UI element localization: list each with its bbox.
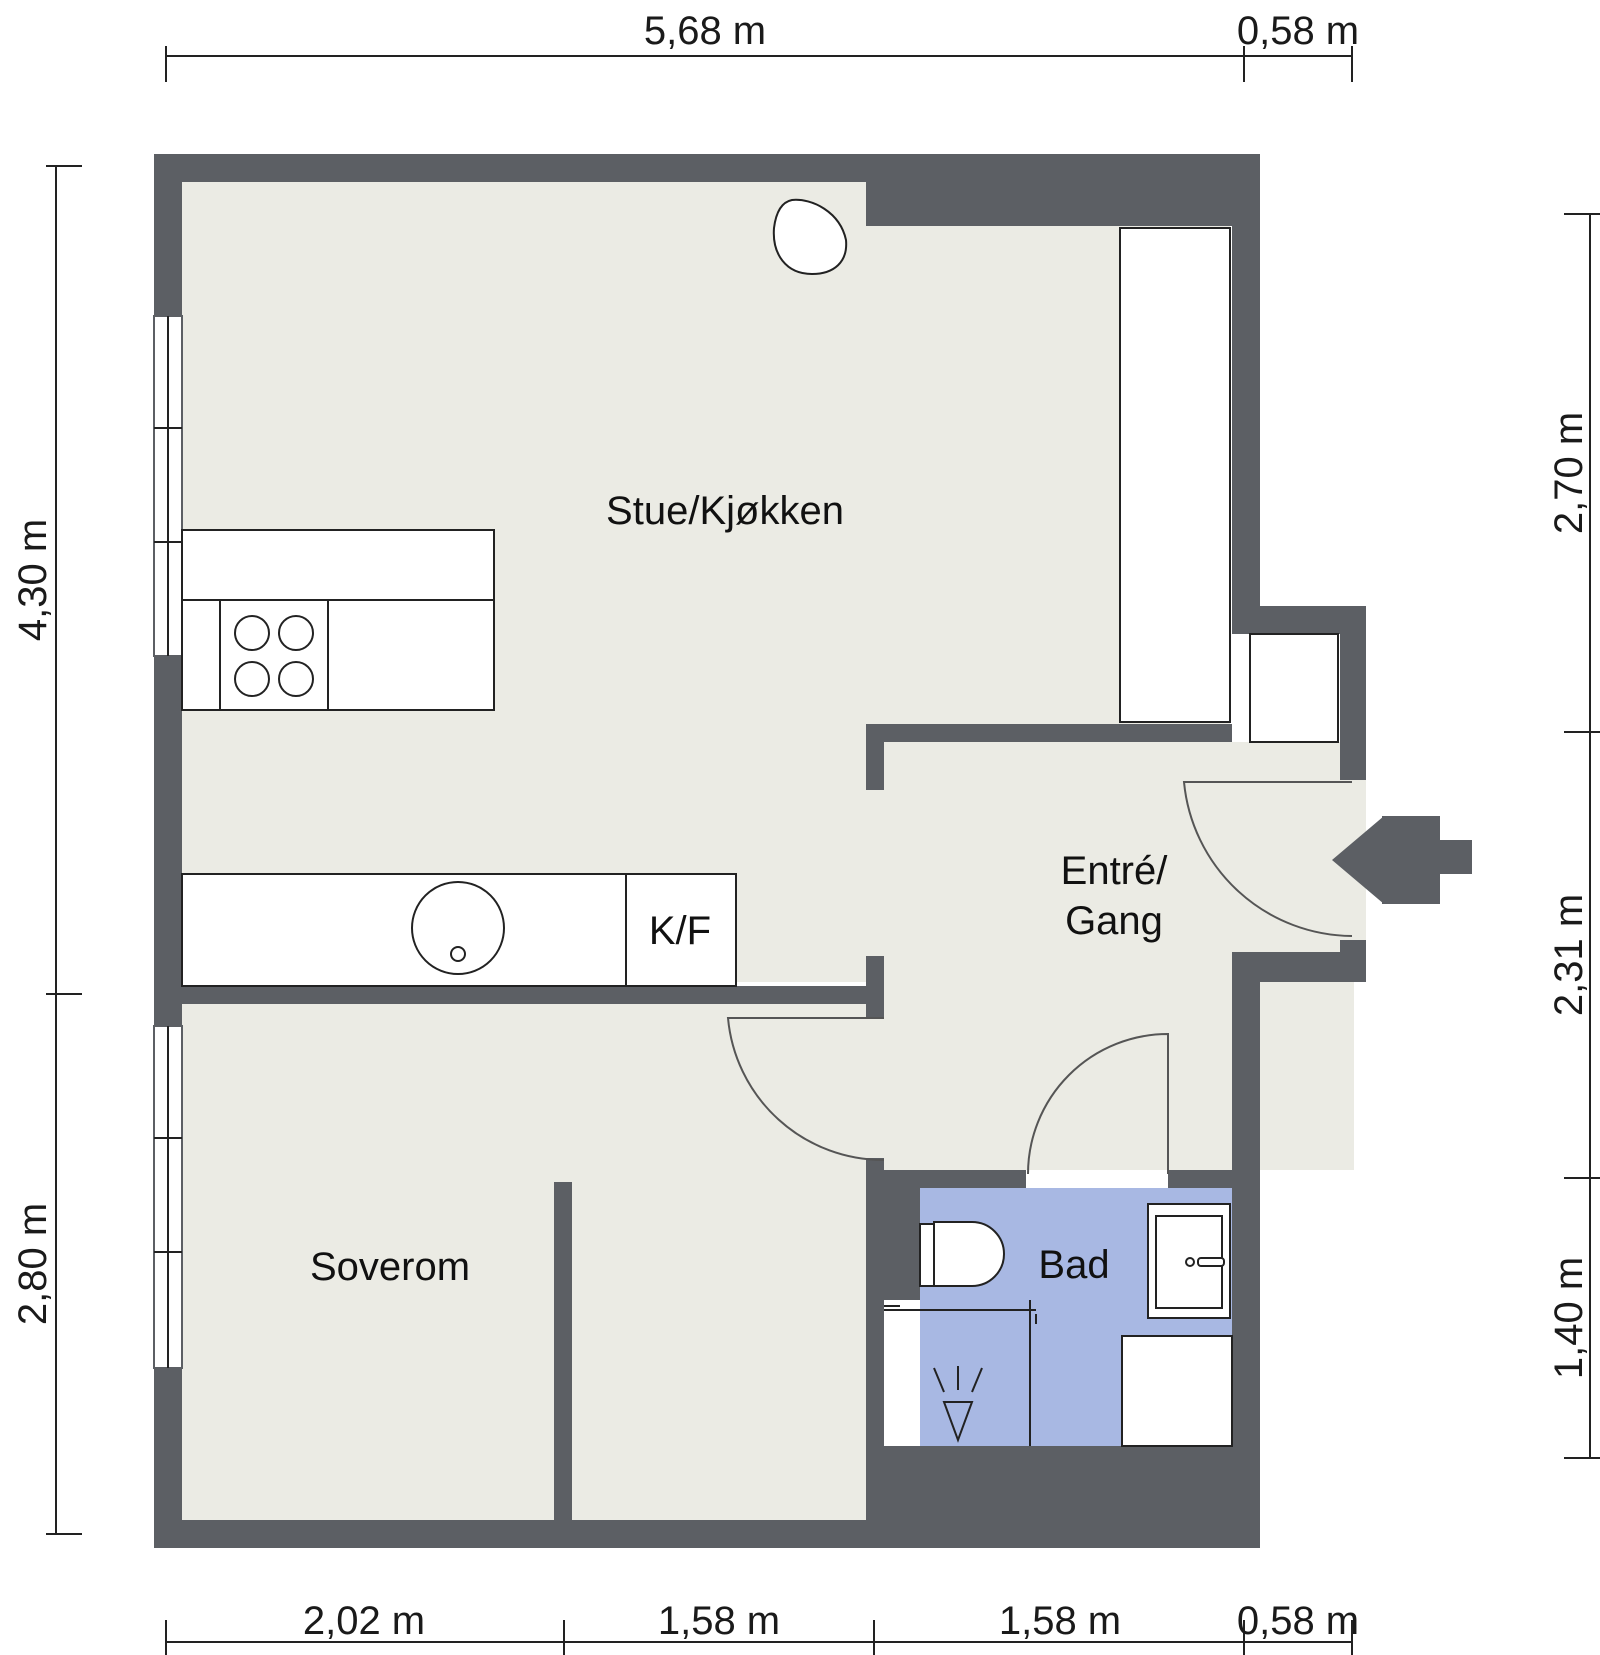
room-label-entre-2: Gang xyxy=(1065,899,1163,943)
room-label-bad: Bad xyxy=(1038,1243,1109,1287)
wardrobe xyxy=(1119,227,1231,723)
dim-right-1: 2,70 m xyxy=(1547,412,1591,534)
wall-bath-top-right xyxy=(1168,1170,1260,1188)
room-labels: Stue/Kjøkken K/F Entré/ Gang Soverom Bad xyxy=(310,489,1168,1289)
dim-right-3: 1,40 m xyxy=(1547,1257,1591,1379)
kitchen-counter-sink xyxy=(181,873,737,987)
dim-bottom-1: 2,02 m xyxy=(303,1599,425,1643)
walls xyxy=(154,154,1366,1548)
dimension-right: 2,70 m 2,31 m 1,40 m xyxy=(1547,213,1600,1459)
room-label-kf: K/F xyxy=(649,909,711,953)
windows xyxy=(153,315,183,1369)
kitchen-counter-top xyxy=(181,529,495,601)
dim-left-1: 4,30 m xyxy=(11,519,55,641)
bath-sink-icon xyxy=(1147,1203,1231,1319)
wall-right-upper xyxy=(1232,154,1260,606)
wall-kitchen-bottom xyxy=(182,986,884,1004)
dim-bottom-3: 1,58 m xyxy=(999,1599,1121,1643)
sink-icon xyxy=(411,881,505,975)
fixtures xyxy=(181,198,1339,1447)
door-bad-swing xyxy=(1027,1032,1169,1175)
alcove-cabinet xyxy=(1249,633,1339,743)
wall-entry-divider-mid xyxy=(866,956,884,1018)
wall-entry-bottom xyxy=(1232,952,1366,982)
wall-alcove-right-top xyxy=(1340,606,1366,780)
dim-top-1: 5,68 m xyxy=(644,9,766,53)
stove-icon xyxy=(234,615,314,697)
door-entry-swing xyxy=(1182,781,1353,937)
dim-right-2: 2,31 m xyxy=(1547,894,1591,1016)
wall-top-right-thick xyxy=(866,154,1260,226)
dim-bottom-4: 0,58 m xyxy=(1237,1599,1359,1643)
room-label-soverom: Soverom xyxy=(310,1245,470,1289)
wall-entry-divider-stub xyxy=(866,724,884,790)
dimension-top: 5,68 m 0,58 m xyxy=(165,9,1359,82)
wall-bath-left xyxy=(866,1170,920,1300)
floor-soverom xyxy=(182,1002,866,1520)
toilet-icon xyxy=(919,1221,1005,1287)
door-soverom-swing xyxy=(726,1017,885,1162)
dim-top-2: 0,58 m xyxy=(1237,9,1359,53)
dimension-left: 4,30 m 2,80 m xyxy=(11,165,82,1535)
kitchen-counter-bottom xyxy=(181,599,495,711)
dimension-bottom: 2,02 m 1,58 m 1,58 m 0,58 m xyxy=(165,1599,1359,1655)
dim-left-2: 2,80 m xyxy=(11,1203,55,1325)
ceiling-lamp-icon xyxy=(772,198,848,276)
room-label-entre-1: Entré/ xyxy=(1061,849,1169,893)
wall-bedroom-partition xyxy=(554,1182,572,1520)
shower-icon xyxy=(884,1300,1037,1446)
room-label-stue: Stue/Kjøkken xyxy=(606,489,844,533)
wall-entry-divider-top xyxy=(866,724,1232,742)
wall-bath-bottom xyxy=(866,1446,1260,1548)
doors xyxy=(726,780,1366,1175)
washing-machine xyxy=(1121,1335,1233,1447)
dim-bottom-2: 1,58 m xyxy=(658,1599,780,1643)
